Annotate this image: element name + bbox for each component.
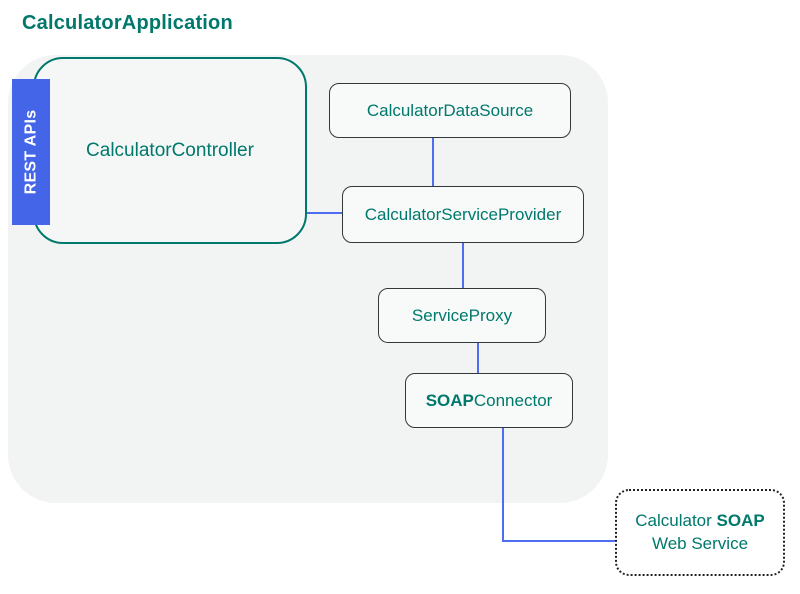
node-label-line1: Calculator SOAP — [635, 510, 765, 530]
connector-serviceproxy-soapconnector — [477, 343, 479, 373]
node-label: CalculatorServiceProvider — [364, 204, 562, 224]
node-label: ServiceProxy — [411, 305, 513, 325]
node-label: SOAPConnector — [425, 390, 553, 410]
connector-datasource-serviceprovider — [432, 138, 434, 186]
node-label-line2: Web Service — [651, 533, 749, 553]
node-calculator-service-provider: CalculatorServiceProvider — [342, 186, 584, 243]
connector-soapconnector-webservice-horizontal — [502, 540, 615, 542]
node-calculator-soap-web-service: Calculator SOAP Web Service — [615, 489, 785, 576]
node-calculator-controller: CalculatorController — [33, 57, 307, 244]
badge-label: REST APIs — [22, 109, 40, 195]
node-soap-connector: SOAPConnector — [405, 373, 573, 428]
node-service-proxy: ServiceProxy — [378, 288, 546, 343]
diagram-title: CalculatorApplication — [22, 12, 233, 34]
node-calculator-data-source: CalculatorDataSource — [329, 83, 571, 138]
connector-soapconnector-webservice-vertical — [502, 428, 504, 542]
connector-controller-serviceprovider — [307, 212, 342, 214]
connector-serviceprovider-serviceproxy — [462, 243, 464, 288]
rest-apis-badge: REST APIs — [12, 79, 50, 225]
node-label: CalculatorDataSource — [366, 100, 534, 120]
node-label: CalculatorController — [86, 139, 254, 161]
